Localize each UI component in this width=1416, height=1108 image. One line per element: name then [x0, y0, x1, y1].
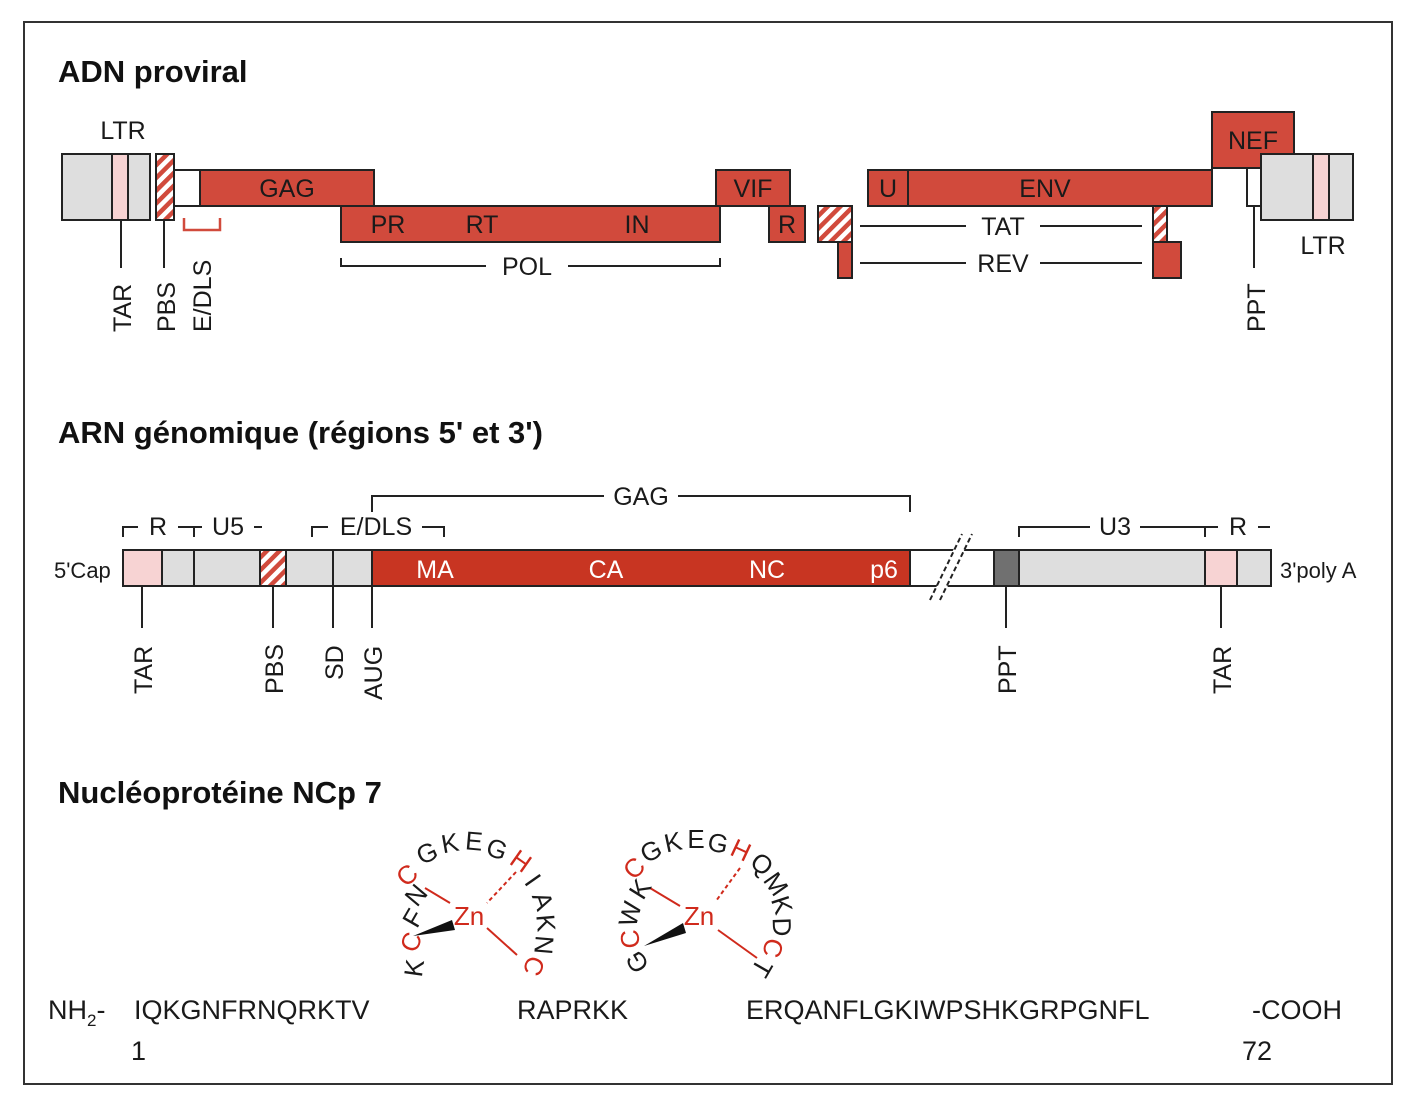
gene-gag-label: GAG [259, 175, 315, 203]
nh2-label: NH2- [48, 995, 105, 1030]
cap-label: 5'Cap [54, 558, 111, 583]
domain-ca: CA [589, 556, 624, 584]
zinc-finger-1: Zn K C F N C G K E G H I A K N C [390, 825, 562, 980]
tat-label: TAT [981, 213, 1025, 241]
site-pbs: PBS [153, 282, 181, 332]
gene-vif [715, 169, 791, 207]
u3-label: U3 [1099, 513, 1131, 541]
finger1-residue: K [530, 913, 561, 934]
break-mark [929, 531, 973, 603]
finger2-residue: E [687, 824, 704, 854]
site-edls: E/DLS [189, 260, 217, 332]
gag-domains [371, 549, 911, 587]
site-tar: TAR [109, 284, 137, 332]
site-pbs-rna: PBS [261, 644, 289, 694]
rev-exon2 [1152, 241, 1182, 279]
ltr-left-label: LTR [100, 117, 145, 145]
cooh-label: -COOH [1252, 995, 1342, 1025]
site-tar-right: TAR [1209, 646, 1237, 694]
sequence-segment-2: RAPRKK [517, 995, 628, 1025]
gene-in-label: IN [625, 211, 650, 239]
rna-3prime-region [993, 549, 1272, 587]
ltr-left [61, 153, 151, 221]
gene-pr-label: PR [371, 211, 406, 239]
pol-label: POL [502, 253, 552, 281]
gene-pol [340, 205, 721, 243]
rev-exon1 [837, 241, 853, 279]
gene-nef-label: NEF [1228, 127, 1278, 155]
zn-label-2: Zn [684, 901, 714, 931]
rev-label: REV [977, 250, 1029, 278]
pbs-box [155, 153, 175, 221]
ltr-right [1260, 153, 1354, 221]
finger2-residue: K [661, 825, 685, 858]
tat-exon2 [1152, 205, 1168, 243]
finger2-residue: D [767, 917, 798, 937]
gene-gag [199, 169, 375, 207]
ppt-box [1246, 167, 1262, 207]
site-aug: AUG [360, 646, 388, 700]
r-left-label: R [149, 513, 167, 541]
finger1-residue: N [528, 934, 560, 955]
domain-ma: MA [416, 556, 454, 584]
finger1-residue: E [464, 825, 484, 856]
u5-label: U5 [212, 513, 244, 541]
edls-bracket [182, 218, 222, 232]
r-left-bracket [122, 526, 194, 537]
gene-rt-label: RT [466, 211, 499, 239]
section-title-ncp7: Nucléoprotéine NCp 7 [58, 775, 382, 810]
section-title-genomic: ARN génomique (régions 5' et 3') [58, 415, 543, 450]
finger2-residue: C [614, 928, 646, 949]
finger1-residue: K [398, 957, 430, 979]
sequence-segment-1: IQKGNFRNQRKTV [134, 995, 370, 1025]
r-right-label: R [1229, 513, 1247, 541]
gene-vpu-label: U [879, 175, 897, 203]
ltr-right-label: LTR [1300, 232, 1345, 260]
position-end: 72 [1242, 1036, 1272, 1066]
position-start: 1 [131, 1036, 146, 1066]
gene-env-label: ENV [1019, 175, 1071, 203]
domain-nc: NC [749, 556, 785, 584]
u5-bracket-left [193, 526, 202, 537]
gene-env [907, 169, 1213, 207]
tat-exon1 [817, 205, 853, 243]
gene-vpr-label: R [778, 211, 796, 239]
section-title-proviral: ADN proviral [58, 54, 247, 89]
finger1-residue: K [439, 827, 462, 860]
site-sd: SD [321, 645, 349, 680]
rna-5prime-region [122, 549, 373, 587]
polya-label: 3'poly A [1280, 558, 1357, 583]
site-ppt-proviral: PPT [1243, 283, 1271, 332]
domain-p6: p6 [870, 556, 898, 584]
site-ppt-rna: PPT [994, 645, 1022, 694]
gene-vif-label: VIF [734, 175, 773, 203]
edls-rna-label: E/DLS [340, 513, 412, 541]
leader-box [173, 169, 201, 207]
gene-vpu [867, 169, 909, 207]
pol-bracket [340, 258, 721, 267]
zn-label-1: Zn [454, 901, 484, 931]
site-tar-left: TAR [130, 646, 158, 694]
edls-rna-bracket [311, 526, 445, 537]
gag-bracket-label: GAG [613, 483, 669, 511]
sequence-segment-3: ERQANFLGKIWPSHKGRPGNFL [746, 995, 1150, 1025]
gene-vpr [768, 205, 806, 243]
gag-bracket [371, 495, 911, 512]
